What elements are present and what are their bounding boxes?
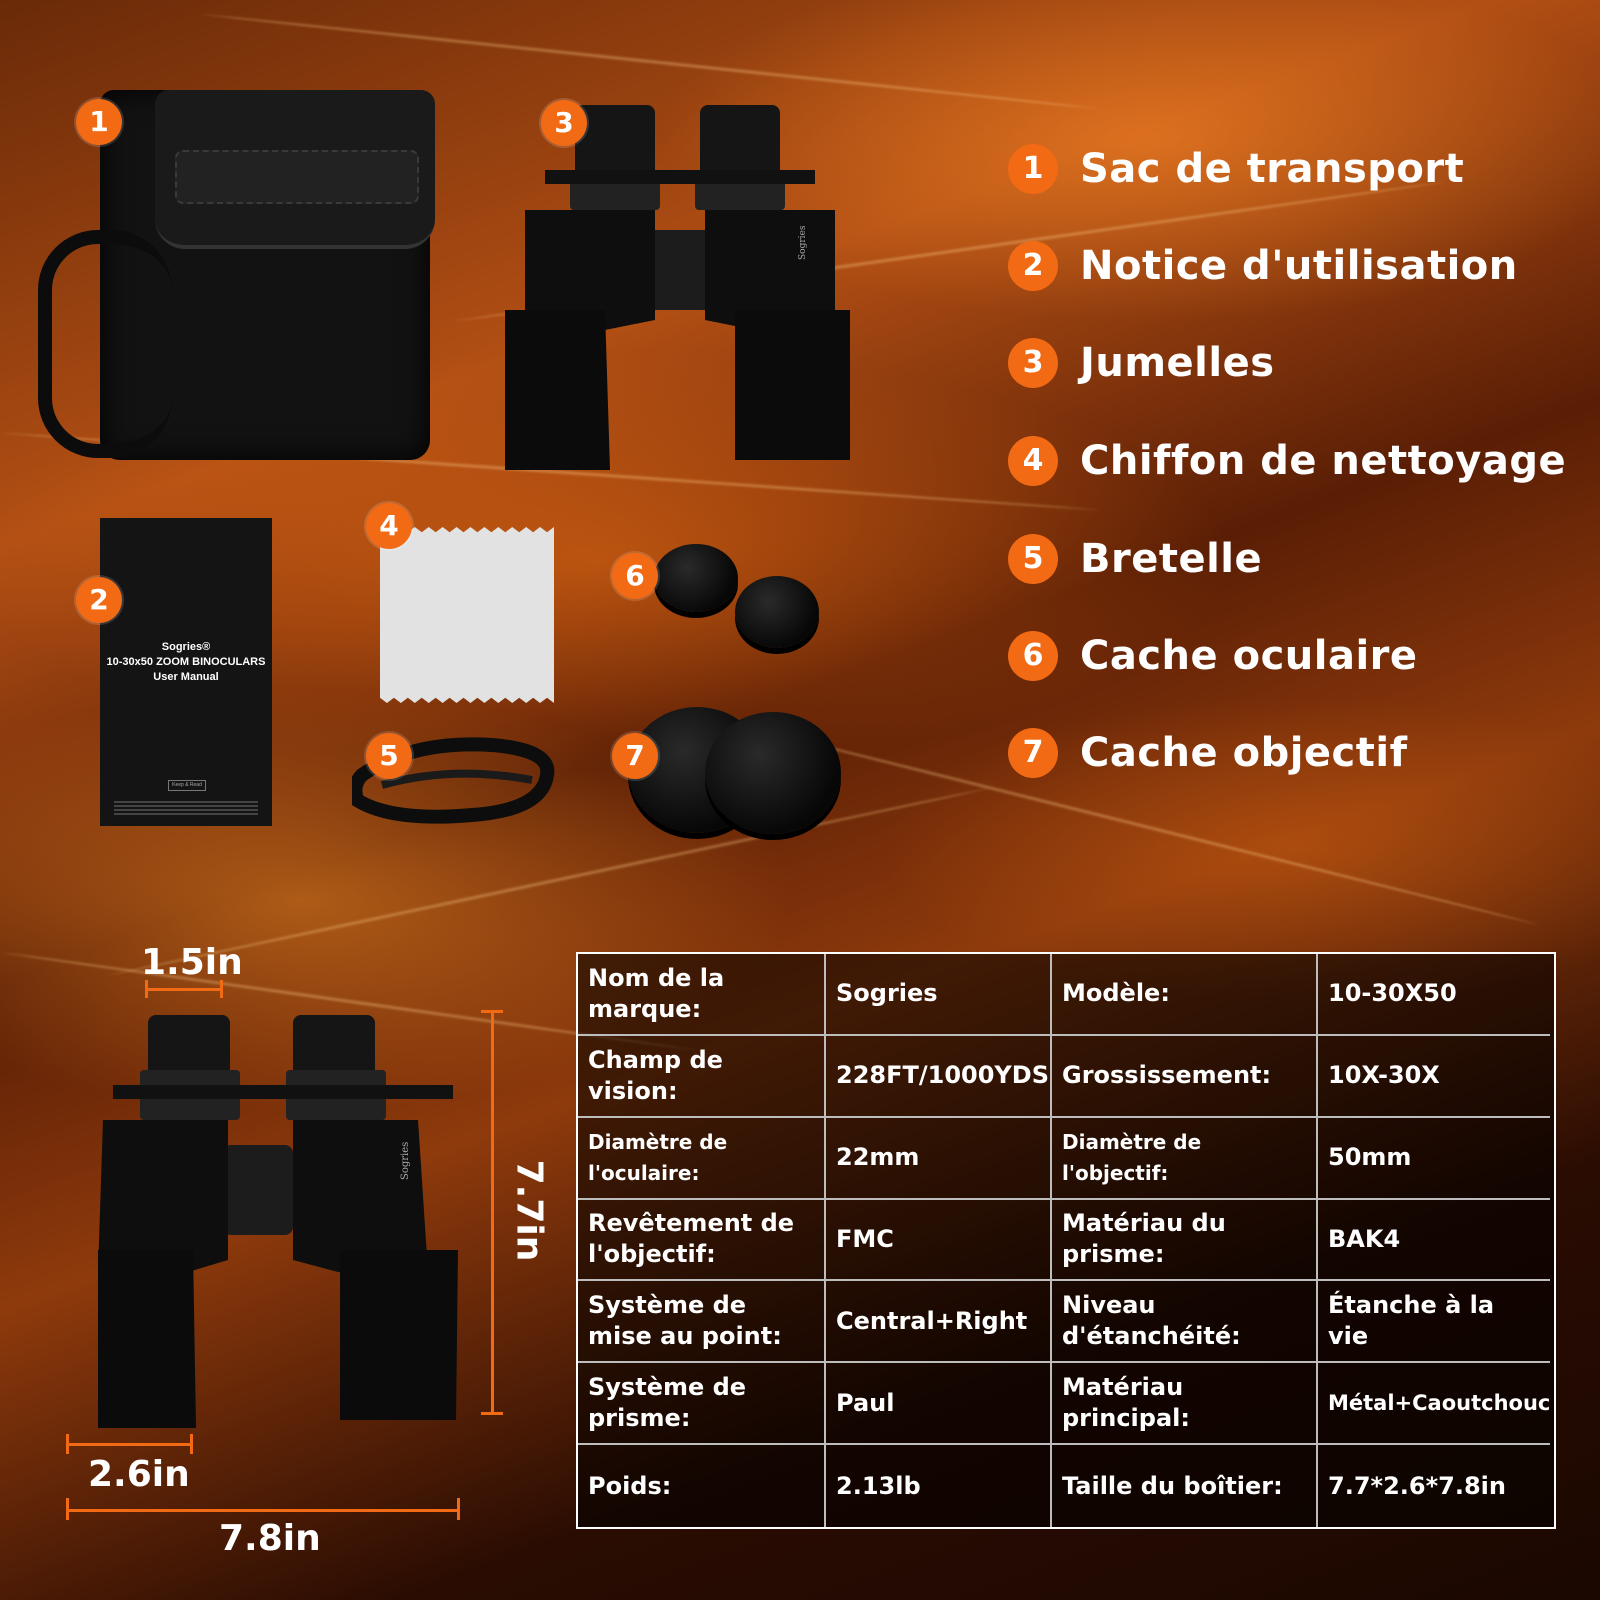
binoculars-dimension-image: Sogries (98, 1015, 458, 1428)
manual-model: 10-30x50 ZOOM BINOCULARS (106, 656, 266, 668)
binoculars-image: Sogries (505, 105, 850, 470)
spec-label: Champ de vision: (578, 1035, 826, 1118)
objective-cap (705, 712, 841, 834)
item-number: 7 (1008, 728, 1058, 778)
item-label: Notice d'utilisation (1080, 243, 1518, 289)
spec-label: Revêtement de l'objectif: (578, 1199, 826, 1282)
manual-title: Sogries® 10-30x50 ZOOM BINOCULARS User M… (100, 640, 272, 685)
list-item: 2 Notice d'utilisation (1008, 240, 1518, 292)
spec-value: 7.7*2.6*7.8in (1328, 1471, 1506, 1500)
spec-value: Paul (826, 1363, 1052, 1446)
spec-label: Diamètre de l'objectif: (1052, 1117, 1318, 1200)
tick (145, 980, 148, 998)
badge-5: 5 (366, 733, 412, 779)
depth-line (66, 1443, 193, 1446)
spec-label: Poids: (578, 1445, 826, 1527)
tick (66, 1434, 69, 1454)
item-label: Bretelle (1080, 536, 1263, 582)
spec-value: 2.13lb (826, 1445, 1052, 1527)
user-manual: Sogries® 10-30x50 ZOOM BINOCULARS User M… (100, 518, 272, 826)
item-label: Cache objectif (1080, 730, 1408, 776)
width-line (66, 1509, 460, 1512)
spec-label: Grossissement: (1052, 1035, 1318, 1118)
height-line (491, 1010, 494, 1414)
spec-value: BAK4 (1318, 1200, 1550, 1282)
eyepiece-cap (654, 544, 738, 612)
manual-keep-label: Keep & Read (168, 780, 206, 791)
spec-label: Taille du boîtier: (1052, 1445, 1318, 1527)
badge-3: 3 (541, 100, 587, 146)
manual-subtitle: User Manual (153, 671, 219, 683)
tick (457, 1498, 460, 1520)
spec-label: Système de mise au point: (578, 1281, 826, 1364)
tick (481, 1010, 503, 1013)
item-label: Sac de transport (1080, 146, 1465, 192)
spec-label: Matériau principal: (1052, 1363, 1318, 1446)
manual-brand: Sogries® (161, 641, 211, 653)
list-item: 7 Cache objectif (1008, 727, 1408, 779)
eyepiece-cap (735, 576, 819, 648)
list-item: 6 Cache oculaire (1008, 630, 1418, 682)
item-number: 1 (1008, 144, 1058, 194)
spec-value: 10X-30X (1318, 1036, 1550, 1118)
badge-7: 7 (612, 733, 658, 779)
neck-strap (352, 737, 555, 824)
spec-label: Modèle: (1052, 954, 1318, 1036)
spec-table: Nom de la marque: Sogries Modèle: 10-30X… (576, 952, 1556, 1529)
tick (190, 1434, 193, 1454)
item-number: 3 (1008, 338, 1058, 388)
bag-flap (155, 90, 435, 249)
tick (220, 980, 223, 998)
binocular-brand-mark: Sogries (798, 225, 808, 260)
manual-fine-print (114, 801, 258, 803)
item-number: 2 (1008, 241, 1058, 291)
spec-value: Étanche à la vie (1318, 1281, 1550, 1364)
item-number: 5 (1008, 534, 1058, 584)
cleaning-cloth (380, 527, 554, 703)
width-label: 7.8in (219, 1518, 321, 1559)
binocular-brand-mark-2: Sogries (400, 1142, 411, 1180)
spec-value: 228FT/1000YDS (826, 1035, 1052, 1118)
item-number: 6 (1008, 631, 1058, 681)
badge-4: 4 (366, 503, 412, 549)
carrying-bag (38, 90, 435, 460)
badge-2: 2 (76, 577, 122, 623)
item-label: Cache oculaire (1080, 633, 1418, 679)
item-number: 4 (1008, 436, 1058, 486)
item-label: Jumelles (1080, 340, 1275, 386)
height-label: 7.7in (508, 1159, 550, 1262)
spec-value: 50mm (1318, 1118, 1550, 1200)
list-item: 1 Sac de transport (1008, 143, 1464, 195)
spec-value: 22mm (826, 1117, 1052, 1200)
spec-value: Métal+Caoutchouc (1318, 1363, 1550, 1446)
spec-label: Niveau d'étanchéité: (1052, 1281, 1318, 1364)
spec-label: Système de prisme: (578, 1363, 826, 1446)
spec-value: 10-30X50 (1318, 954, 1550, 1036)
badge-6: 6 (612, 553, 658, 599)
spec-value: Sogries (826, 954, 1052, 1036)
spec-label: Nom de la marque: (578, 954, 826, 1036)
spec-label: Diamètre de l'oculaire: (578, 1117, 826, 1200)
bag-strap (38, 230, 172, 458)
tick (66, 1498, 69, 1520)
depth-label: 2.6in (88, 1454, 190, 1495)
spec-value: Central+Right (826, 1281, 1052, 1364)
eyepiece-width-line (145, 988, 223, 991)
tick (481, 1412, 503, 1415)
list-item: 5 Bretelle (1008, 533, 1262, 585)
eyepiece-width-label: 1.5in (141, 942, 243, 983)
item-label: Chiffon de nettoyage (1080, 438, 1567, 484)
spec-value: FMC (826, 1199, 1052, 1282)
list-item: 4 Chiffon de nettoyage (1008, 435, 1566, 487)
badge-1: 1 (76, 99, 122, 145)
spec-label: Matériau du prisme: (1052, 1199, 1318, 1282)
list-item: 3 Jumelles (1008, 337, 1275, 389)
